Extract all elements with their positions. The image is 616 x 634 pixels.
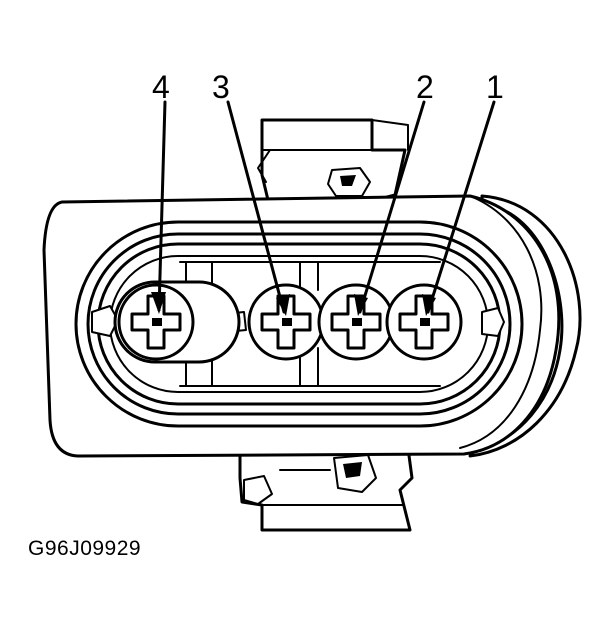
pin-label-1: 1 — [486, 69, 504, 105]
top-latch — [257, 118, 409, 202]
pin-label-2: 2 — [416, 69, 434, 105]
terminal-2 — [317, 283, 395, 361]
terminal-1 — [385, 283, 463, 361]
bottom-latch — [238, 446, 414, 532]
pin-label-3: 3 — [212, 69, 230, 105]
terminal-3 — [247, 283, 325, 361]
terminal-4 — [113, 280, 241, 364]
leader-arrows — [151, 100, 496, 316]
figure-code: G96J09929 — [28, 537, 142, 560]
pin-label-4: 4 — [152, 69, 170, 105]
